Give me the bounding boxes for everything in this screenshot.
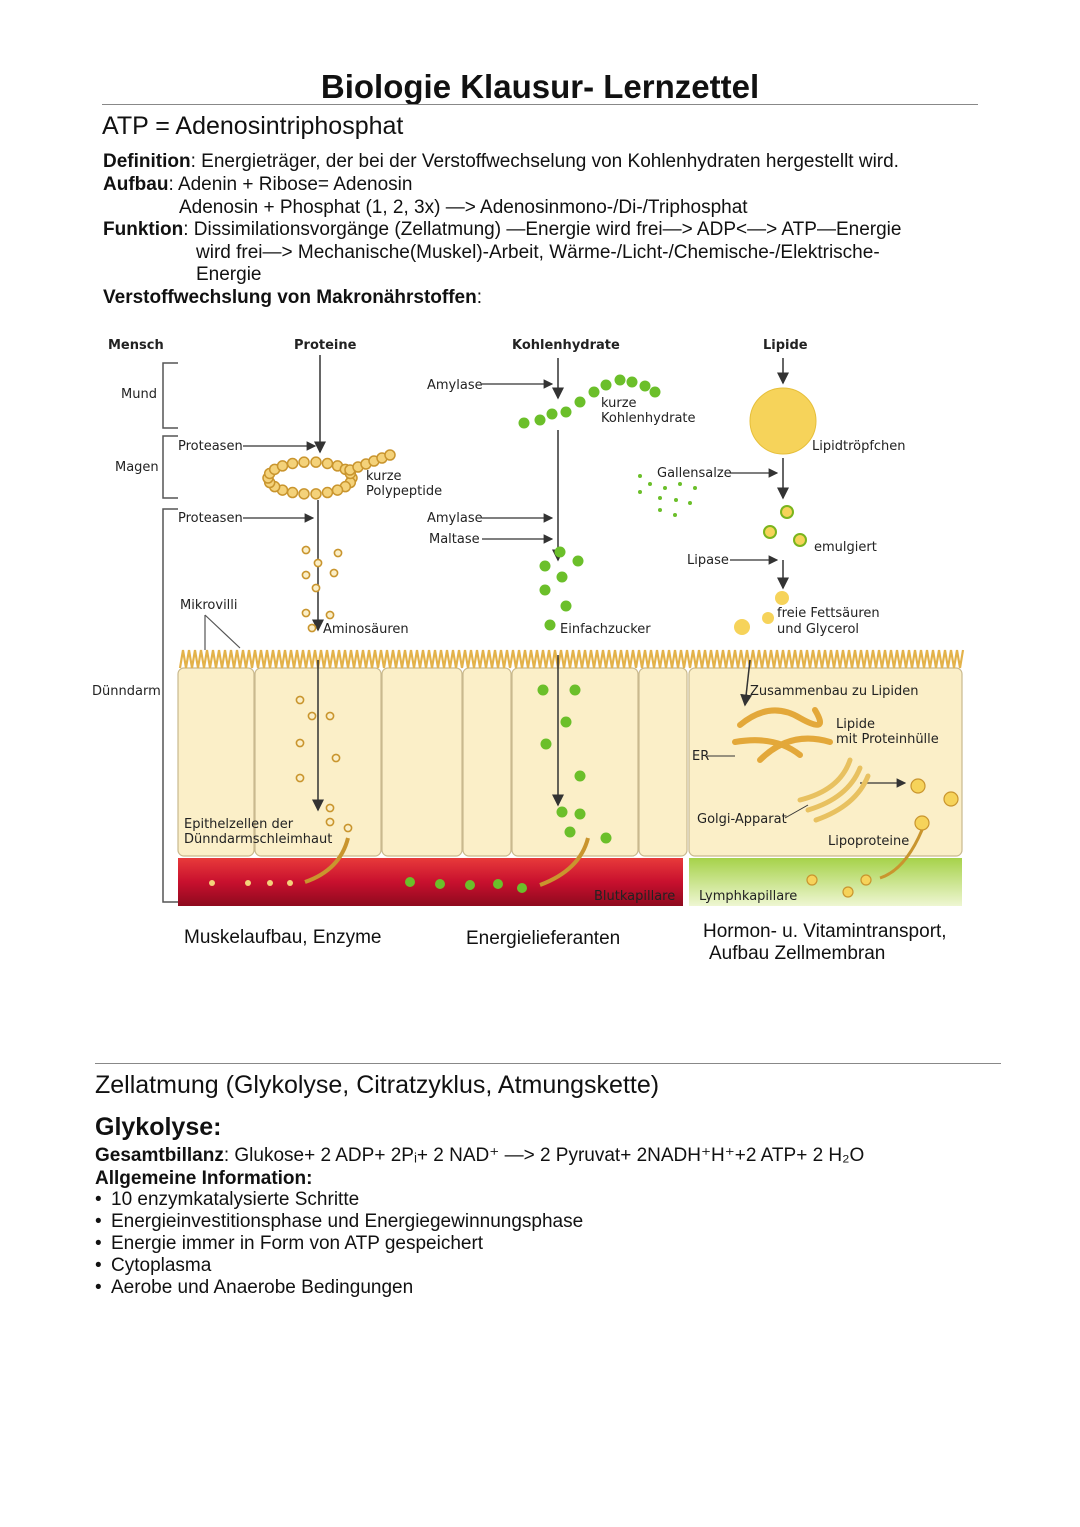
zellatmung-heading: Zellatmung (Glykolyse, Citratzyklus, Atm…: [95, 1071, 660, 1099]
lipoprotein-dots: [806, 778, 959, 898]
list-item: Energie immer in Form von ATP gespeicher…: [95, 1233, 583, 1255]
lymph-capillary: [689, 858, 962, 906]
section-rule: [95, 1063, 1001, 1064]
label-maltase: Maltase: [429, 532, 480, 547]
funktion-text: : Dissimilationsvorgänge (Zellatmung) —E…: [183, 219, 902, 240]
label-zusammenbau: Zusammenbau zu Lipiden: [750, 684, 919, 699]
caption-proteine: Muskelaufbau, Enzyme: [184, 927, 382, 948]
label-gallensalze: Gallensalze: [657, 466, 732, 481]
title-rule: [102, 104, 978, 105]
bilanz-text: : Glukose+ 2 ADP+ 2Pᵢ+ 2 NAD⁺ —> 2 Pyruv…: [223, 1145, 865, 1166]
col-kohlenhydrate: Kohlenhydrate: [512, 338, 620, 353]
label-kurze-pp-1: kurze: [366, 469, 402, 484]
verstoffwechslung-colon: :: [476, 287, 483, 308]
golgi-structure: [797, 757, 871, 823]
label-proteasen-darm: Proteasen: [178, 511, 243, 526]
label-amylase-mund: Amylase: [427, 378, 483, 393]
bilanz-label: Gesamtbillanz: [95, 1145, 224, 1166]
digestion-diagram: [162, 355, 965, 906]
bracket-duenndarm: [162, 508, 178, 903]
col-lipide: Lipide: [763, 338, 808, 353]
label-lipide-huelle-2: mit Proteinhülle: [836, 732, 939, 747]
label-fettsaeuren-1: freie Fettsäuren: [777, 606, 880, 621]
label-aminosaeuren: Aminosäuren: [323, 622, 409, 637]
label-epithel-2: Dünndarmschleimhaut: [184, 832, 333, 847]
bracket-mund: [162, 362, 178, 429]
col-proteine: Proteine: [294, 338, 357, 353]
funktion-line: Funktion: Dissimilationsvorgänge (Zellat…: [103, 219, 901, 241]
caption-kohlenhydrate: Energielieferanten: [466, 928, 621, 949]
aufbau-text: : Adenin + Ribose= Adenosin: [168, 174, 413, 195]
row-mund: Mund: [121, 387, 157, 402]
aufbau-label: Aufbau: [103, 174, 169, 195]
label-fettsaeuren-2: und Glycerol: [777, 622, 860, 637]
protein-chain: [262, 449, 396, 500]
label-amylase-darm: Amylase: [427, 511, 483, 526]
label-lipidtroepfchen: Lipidtröpfchen: [812, 439, 906, 454]
aufbau-line: Aufbau: Adenin + Ribose= Adenosin: [103, 174, 412, 196]
bilanz-line: Gesamtbillanz: Glukose+ 2 ADP+ 2Pᵢ+ 2 NA…: [95, 1145, 864, 1167]
label-kurze-kh-1: kurze: [601, 396, 637, 411]
aufbau-line2: Adenosin + Phosphat (1, 2, 3x) —> Adenos…: [179, 197, 748, 218]
page-title: Biologie Klausur- Lernzettel: [320, 68, 760, 105]
label-kurze-pp-2: Polypeptide: [366, 484, 443, 499]
label-lipide-huelle-1: Lipide: [836, 717, 875, 732]
info-list: 10 enzymkatalysierte Schritte Energieinv…: [95, 1189, 583, 1299]
definition-label: Definition: [103, 151, 191, 172]
carb-molecules: [518, 374, 661, 844]
row-duenndarm: Dünndarm: [92, 684, 161, 699]
bracket-magen: [162, 435, 178, 499]
label-emulgiert: emulgiert: [814, 540, 877, 555]
microvilli: [178, 649, 965, 669]
blood-carb-dots: [405, 877, 527, 893]
emulsified-droplets: [763, 505, 807, 547]
funktion-line2: wird frei—> Mechanische(Muskel)-Arbeit, …: [196, 242, 880, 263]
label-blutkapillare: Blutkapillare: [594, 889, 676, 904]
amino-acids: [295, 545, 353, 833]
caption-lipide-2: Aufbau Zellmembran: [709, 943, 886, 964]
label-lymphkapillare: Lymphkapillare: [699, 889, 798, 904]
bile-salt-dots: [638, 474, 697, 517]
label-er: ER: [692, 749, 710, 764]
label-einfachzucker: Einfachzucker: [560, 622, 651, 637]
allgemein-heading: Allgemeine Information:: [95, 1168, 313, 1189]
col-mensch: Mensch: [108, 338, 164, 353]
label-lipase: Lipase: [687, 553, 729, 568]
label-epithel-1: Epithelzellen der: [184, 817, 294, 832]
list-item: 10 enzymkatalysierte Schritte: [95, 1189, 583, 1211]
label-lipoproteine: Lipoproteine: [828, 834, 910, 849]
list-item: Cytoplasma: [95, 1255, 583, 1277]
blood-amino-dots: [209, 880, 293, 886]
verstoffwechslung-text: Verstoffwechslung von Makronährstoffen: [103, 287, 477, 308]
verstoffwechslung-heading: Verstoffwechslung von Makronährstoffen:: [103, 287, 482, 309]
funktion-line3: Energie: [196, 264, 262, 285]
lipid-droplet: [749, 387, 817, 455]
glykolyse-heading: Glykolyse:: [95, 1113, 222, 1141]
definition-line: Definition: Energieträger, der bei der V…: [103, 151, 899, 173]
atp-heading: ATP = Adenosintriphosphat: [102, 112, 404, 140]
blood-capillary: [178, 858, 683, 906]
funktion-label: Funktion: [103, 219, 184, 240]
label-kurze-kh-2: Kohlenhydrate: [601, 411, 696, 426]
label-proteasen-magen: Proteasen: [178, 439, 243, 454]
definition-text: : Energieträger, der bei der Verstoffwec…: [190, 151, 899, 172]
er-structure: [732, 707, 833, 763]
row-magen: Magen: [115, 460, 159, 475]
caption-lipide-1: Hormon- u. Vitamintransport,: [703, 921, 947, 942]
label-golgi: Golgi-Apparat: [697, 812, 787, 827]
list-item: Aerobe und Anaerobe Bedingungen: [95, 1277, 583, 1299]
fatty-acid-dots: [734, 591, 789, 635]
list-item: Energieinvestitionsphase und Energiegewi…: [95, 1211, 583, 1233]
label-mikrovilli: Mikrovilli: [180, 598, 238, 613]
